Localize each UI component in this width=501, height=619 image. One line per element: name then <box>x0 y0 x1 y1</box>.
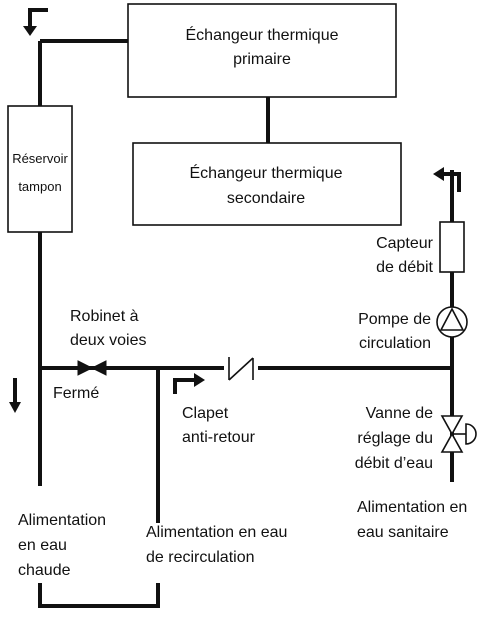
arrow-top-left-icon <box>28 8 48 27</box>
flow-valve-line3: débit d’eau <box>355 455 433 472</box>
primary-exchanger-box: Échangeur thermique primaire <box>127 3 397 98</box>
hot-water-supply-label: Alimentation en eau chaude <box>18 512 106 579</box>
circulation-pump: Pompe de circulation <box>358 306 468 352</box>
secondary-exchanger-line2: secondaire <box>227 190 305 207</box>
pipe-bottom-loop <box>38 583 160 608</box>
arrow-top-right-icon <box>444 172 461 192</box>
flow-adjustment-valve: Vanne de réglage du débit d’eau <box>355 405 477 472</box>
sanitary-line2: eau sanitaire <box>357 524 449 541</box>
check-valve-line1: Clapet <box>182 405 229 422</box>
buffer-tank-line2: tampon <box>18 179 61 194</box>
secondary-exchanger-line1: Échangeur thermique <box>190 163 343 182</box>
check-valve-line2: anti-retour <box>182 429 256 446</box>
flow-valve-line1: Vanne de <box>366 405 433 422</box>
sanitary-supply-label: Alimentation en eau sanitaire <box>357 499 467 541</box>
buffer-tank-line1: Réservoir <box>12 151 68 166</box>
flow-valve-actuator <box>465 423 477 445</box>
check-valve: Clapet anti-retour <box>182 356 258 446</box>
sanitary-line1: Alimentation en <box>357 499 467 516</box>
check-valve-disc <box>228 357 254 381</box>
pump-line1: Pompe de <box>358 311 431 328</box>
primary-exchanger-line2: primaire <box>233 51 291 68</box>
buffer-tank: Réservoir tampon <box>7 105 73 233</box>
hot-water-line3: chaude <box>18 562 71 579</box>
pump-symbol <box>436 306 468 338</box>
arrow-check-valve-icon <box>173 378 195 394</box>
flow-sensor-line1: Capteur <box>376 235 434 252</box>
flow-valve-line2: réglage du <box>357 430 433 447</box>
two-way-valve: Robinet à deux voies <box>70 308 147 376</box>
flow-sensor: Capteur de débit <box>376 221 465 276</box>
hot-water-line2: en eau <box>18 537 67 554</box>
two-way-valve-symbol <box>77 360 107 376</box>
recirculation-supply-label: Alimentation en eau de recirculation <box>146 524 287 566</box>
pump-line2: circulation <box>359 335 431 352</box>
closed-label: Fermé <box>53 385 99 402</box>
primary-exchanger-line1: Échangeur thermique <box>186 25 339 44</box>
secondary-exchanger-box: Échangeur thermique secondaire <box>132 142 402 226</box>
pump-triangle <box>439 307 465 331</box>
recirculation-line2: de recirculation <box>146 549 255 566</box>
two-way-valve-line2: deux voies <box>70 332 147 349</box>
hot-water-line1: Alimentation <box>18 512 106 529</box>
two-way-valve-line1: Robinet à <box>70 308 139 325</box>
recirculation-line1: Alimentation en eau <box>146 524 287 541</box>
flow-arrows <box>9 8 461 413</box>
flow-sensor-line2: de débit <box>376 259 433 276</box>
